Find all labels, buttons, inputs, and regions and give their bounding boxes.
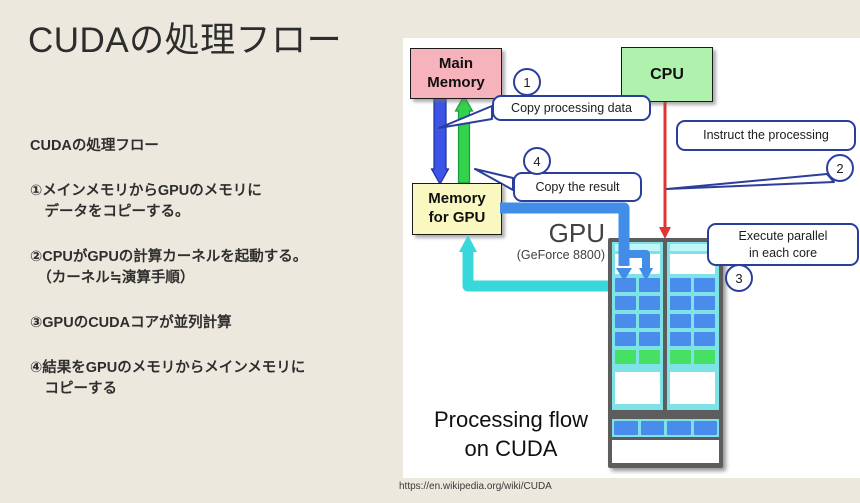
main-memory-box: Main Memory: [410, 48, 502, 99]
gpu-core-cell: [670, 350, 691, 364]
callout-number-1: 1: [513, 68, 541, 96]
callout-number-3: 3: [725, 264, 753, 292]
gpu-bottom-cell: [614, 421, 638, 435]
gpu-bottom-cell: [640, 421, 664, 435]
gpu-core-cell: [639, 314, 660, 328]
gpu-core-cell: [694, 278, 715, 292]
gpu-title-sub: (GeForce 8800): [516, 248, 605, 262]
gpu-core-cell: [639, 332, 660, 346]
gpu-core-cell: [670, 332, 691, 346]
gpu-title-main: GPU: [548, 218, 605, 248]
gpu-core-cell: [670, 296, 691, 310]
cpu-box: CPU: [621, 47, 713, 102]
body-paragraph-step4: ④結果をGPUのメモリからメインメモリに コピーする: [30, 360, 306, 397]
gpu-core-cell: [615, 278, 636, 292]
callout-execute-parallel: Execute parallel in each core: [707, 223, 859, 266]
gpu-core-cell: [639, 278, 660, 292]
gpu-core-cell: [639, 296, 660, 310]
gpu-column-scheduler: [670, 254, 715, 274]
diagram-caption: Processing flow on CUDA: [433, 407, 589, 461]
callout-copy-result: Copy the result: [513, 172, 642, 202]
gpu-core-cell: [694, 332, 715, 346]
callout-number-2: 2: [826, 154, 854, 182]
cpu-label: CPU: [650, 65, 684, 83]
arrow-main-to-gpumem: [430, 96, 450, 186]
gpu-block: [608, 238, 723, 468]
body-paragraph-step3: ③GPUのCUDAコアが並列計算: [30, 315, 232, 331]
gpu-core-cell: [670, 314, 691, 328]
source-url: https://en.wikipedia.org/wiki/CUDA: [399, 481, 552, 492]
gpu-core-grid: [615, 278, 660, 364]
gpu-column-left: [612, 242, 663, 410]
gpu-column-memory: [670, 372, 715, 404]
gpu-memory-box: Memory for GPU: [412, 183, 502, 235]
body-paragraph-heading: CUDAの処理フロー: [30, 138, 159, 154]
gpu-core-grid: [670, 278, 715, 364]
gpu-column-memory: [615, 372, 660, 404]
gpu-bottom-cells: [612, 419, 719, 437]
gpu-column-right: [667, 242, 719, 410]
gpu-bottom-memory: [612, 440, 719, 463]
arrow-gpumem-to-main: [454, 94, 474, 184]
callout-number-4: 4: [523, 147, 551, 175]
gpu-core-cell: [694, 296, 715, 310]
gpu-bottom-cell: [693, 421, 717, 435]
gpu-core-cell: [615, 350, 636, 364]
gpu-core-cell: [639, 350, 660, 364]
callout-copy-processing-data: Copy processing data: [492, 95, 651, 121]
gpu-core-cell: [670, 278, 691, 292]
gpu-title: GPU (GeForce 8800): [465, 219, 605, 263]
gpu-core-cell: [615, 332, 636, 346]
gpu-column-header: [615, 244, 660, 251]
main-memory-label: Main Memory: [427, 54, 485, 91]
slide-title: CUDAの処理フロー: [28, 21, 343, 60]
body-paragraph-step1: ①メインメモリからGPUのメモリに データをコピーする。: [30, 183, 262, 220]
gpu-column-header: [670, 244, 715, 251]
gpu-core-cell: [694, 314, 715, 328]
gpu-bottom-cell: [667, 421, 691, 435]
gpu-memory-label: Memory for GPU: [428, 190, 486, 226]
callout-instruct-processing: Instruct the processing: [676, 120, 856, 151]
slide-body: CUDAの処理フロー ①メインメモリからGPUのメモリに データをコピーする。 …: [30, 136, 400, 424]
callout-2-tail: [666, 173, 835, 190]
gpu-column-scheduler: [615, 254, 660, 274]
arrow-cpu-to-gpu-head: [659, 227, 671, 239]
gpu-core-cell: [694, 350, 715, 364]
body-paragraph-step2: ②CPUがGPUの計算カーネルを起動する。 （カーネル≒演算手順）: [30, 249, 308, 286]
gpu-core-cell: [615, 314, 636, 328]
diagram-panel: Main Memory CPU Memory for GPU GPU (GeFo…: [403, 38, 860, 478]
gpu-core-cell: [615, 296, 636, 310]
